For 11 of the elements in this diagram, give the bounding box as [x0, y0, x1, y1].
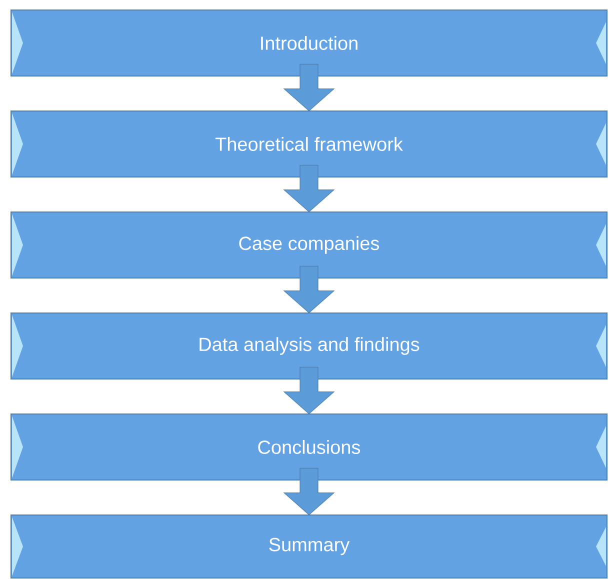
block-arrow — [283, 164, 335, 212]
block-arrow — [283, 64, 335, 112]
process-box: Case companies — [10, 212, 608, 278]
process-box: Introduction — [10, 10, 608, 76]
process-box: Summary — [10, 514, 608, 578]
process-box: Theoretical framework — [10, 110, 608, 178]
block-arrow — [283, 366, 335, 414]
process-box: Conclusions — [10, 414, 608, 480]
process-box: Data analysis and findings — [10, 312, 608, 380]
block-arrow — [283, 468, 335, 516]
block-arrow — [283, 266, 335, 314]
